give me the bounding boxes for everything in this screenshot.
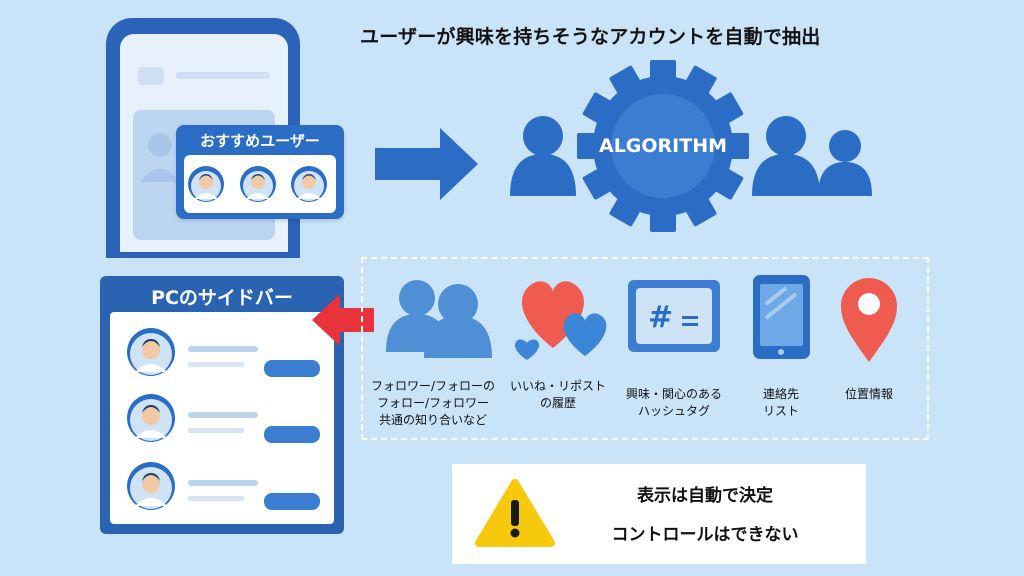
signal-label-contacts: 連絡先 リスト [762, 387, 799, 418]
signals-box [361, 257, 929, 440]
signal-label-location: 位置情報 [844, 387, 893, 401]
svg-text:#: # [648, 300, 673, 335]
avatar [188, 166, 224, 202]
pc-sidebar-title: PCのサイドバー [151, 287, 293, 309]
list-item [127, 462, 320, 510]
avatar [291, 166, 327, 202]
algorithm-label: ALGORITHM [598, 135, 728, 157]
recommended-users-title: おすすめユーザー [200, 132, 320, 150]
avatar [240, 166, 276, 202]
signal-label-followers: フォロワー/フォローの フォロー/フォロワー 共通の知り合いなど [370, 379, 496, 427]
page-title: ユーザーが興味を持ちそうなアカウントを自動で抽出 [360, 26, 821, 48]
warning-line-2: コントロールはできない [611, 525, 799, 545]
list-item [127, 394, 320, 443]
warning-line-1: 表示は自動で決定 [637, 486, 773, 506]
signal-label-likes: いいね・リポスト の履歴 [509, 379, 606, 410]
list-item [127, 328, 320, 377]
signal-label-hashtags: 興味・関心のある ハッシュタグ [625, 387, 722, 418]
